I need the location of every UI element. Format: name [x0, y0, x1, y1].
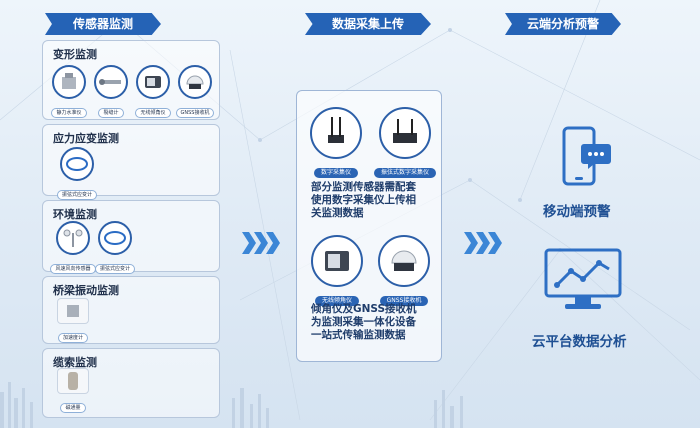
crack-meter-image: [94, 65, 128, 99]
wireless-tilt-image: [136, 65, 170, 99]
gnss-item: GNSS接收机: [175, 65, 215, 118]
data-acquisition-banner: 数据采集上传: [305, 13, 431, 35]
gnss-label: GNSS接收机: [175, 108, 215, 118]
cable-title: 缆索监测: [53, 356, 97, 369]
gnss-device-image: [378, 235, 430, 287]
environment-monitoring-section: 环境监测 风速风向传感器 振弦式应变计: [42, 200, 220, 274]
chevron-icon: [464, 232, 478, 254]
gnss-device-item: GNSS接收机: [373, 235, 435, 306]
static-level-image: [52, 65, 86, 99]
digital-collector-label: 数字采集仪: [313, 168, 358, 178]
gnss-image: [178, 65, 212, 99]
env-strain-label: 振弦式应变计: [94, 264, 135, 274]
wind-sensor-item: 风速风向传感器: [49, 221, 97, 274]
digital-collector-image: [310, 107, 362, 159]
wireless-tilt-device-item: 无线倾角仪: [307, 235, 367, 306]
accelerometer-item: 加速度计: [53, 298, 93, 343]
monitor-chart-icon: [544, 248, 622, 309]
wireless-tilt-device-label: 无线倾角仪: [314, 296, 359, 306]
vw-collector-label: 振弦式数字采集仪: [373, 168, 436, 178]
strain-gauge-label: 振弦式应变计: [56, 190, 97, 200]
wireless-tilt-device-image: [311, 235, 363, 287]
strain-gauge-item: 振弦式应变计: [51, 147, 103, 200]
magnetic-flux-image: [57, 368, 89, 394]
vw-collector-image: [379, 107, 431, 159]
mobile-phone-icon: [562, 126, 611, 186]
digital-collector-item: 数字采集仪: [305, 107, 367, 178]
deformation-monitoring-section: 变形监测 静力水准仪 裂缝计 无线倾角仪 GNSS接收机: [42, 40, 220, 120]
env-strain-image: [98, 221, 132, 255]
wireless-tilt-label: 无线倾角仪: [135, 108, 171, 118]
environment-title: 环境监测: [53, 208, 97, 221]
cloud-platform-label: 云平台数据分析: [532, 334, 627, 350]
magnetic-flux-item: 磁通量: [53, 368, 93, 413]
env-strain-item: 振弦式应变计: [91, 221, 139, 274]
chevron-icon: [254, 232, 268, 254]
cloud-analysis-banner: 云端分析预警: [505, 13, 621, 35]
gnss-description: 倾角仪及GNSS接收机 为监测采集一体化设备 一站式传输监测数据: [311, 303, 417, 341]
chevron-icon: [488, 232, 502, 254]
sensor-monitoring-banner: 传感器监测: [45, 13, 161, 35]
crack-meter-item: 裂缝计: [91, 65, 131, 118]
chevron-icon: [266, 232, 280, 254]
cable-monitoring-section: 缆索监测 磁通量: [42, 348, 220, 418]
wireless-tilt-item: 无线倾角仪: [133, 65, 173, 118]
accelerometer-image: [57, 298, 89, 324]
mobile-alert-label: 移动端预警: [543, 204, 611, 220]
vibration-title: 桥梁振动监测: [53, 284, 119, 297]
strain-gauge-image: [60, 147, 94, 181]
stress-monitoring-section: 应力应变监测 振弦式应变计: [42, 124, 220, 200]
collector-description: 部分监测传感器需配套 使用数字采集仪上传相 关监测数据: [311, 181, 416, 219]
static-level-item: 静力水准仪: [49, 65, 89, 118]
static-level-label: 静力水准仪: [51, 108, 87, 118]
magnetic-flux-label: 磁通量: [60, 403, 86, 413]
accelerometer-label: 加速度计: [57, 333, 88, 343]
vibration-monitoring-section: 桥梁振动监测 加速度计: [42, 276, 220, 344]
data-acquisition-panel: 数字采集仪 振弦式数字采集仪 部分监测传感器需配套 使用数字采集仪上传相 关监测…: [296, 90, 442, 362]
wind-sensor-label: 风速风向传感器: [50, 264, 96, 274]
crack-meter-label: 裂缝计: [98, 108, 124, 118]
vw-collector-item: 振弦式数字采集仪: [371, 107, 439, 178]
stress-title: 应力应变监测: [53, 132, 119, 145]
chevron-icon: [476, 232, 490, 254]
deformation-title: 变形监测: [53, 48, 97, 61]
gnss-device-label: GNSS接收机: [379, 296, 429, 306]
chevron-icon: [242, 232, 256, 254]
wind-sensor-image: [56, 221, 90, 255]
